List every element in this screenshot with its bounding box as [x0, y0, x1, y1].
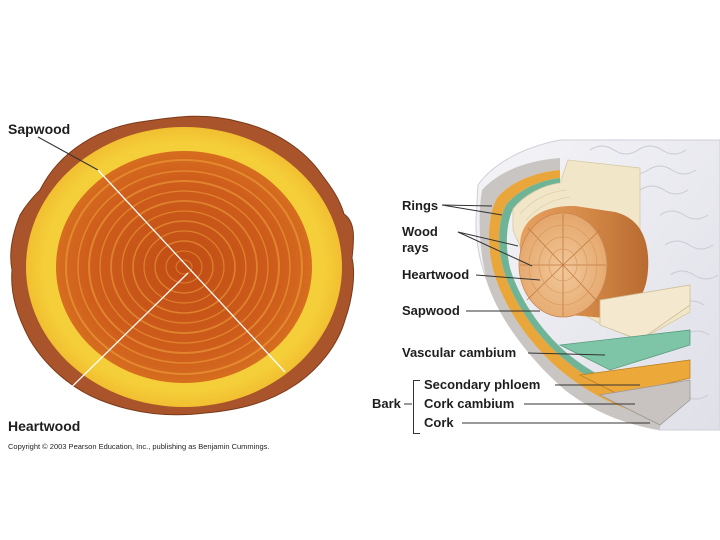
bark-label: Bark — [372, 397, 401, 410]
secondary-phloem-label: Secondary phloem — [424, 378, 540, 391]
wood-rays-label-line1: Wood — [402, 225, 438, 238]
sapwood-label-left: Sapwood — [8, 122, 70, 136]
cork-cambium-label: Cork cambium — [424, 397, 514, 410]
heartwood-label-left: Heartwood — [8, 419, 80, 433]
heartwood-core — [56, 151, 312, 383]
cork-label: Cork — [424, 416, 454, 429]
sapwood-label-right: Sapwood — [402, 304, 460, 317]
cross-section — [11, 116, 354, 418]
vascular-cambium-label: Vascular cambium — [402, 346, 516, 359]
rings-label: Rings — [402, 199, 438, 212]
copyright-text: Copyright © 2003 Pearson Education, Inc.… — [8, 442, 270, 451]
heartwood-label-right: Heartwood — [402, 268, 469, 281]
bark-bracket — [413, 380, 420, 434]
wood-rays-label-line2: rays — [402, 241, 429, 254]
